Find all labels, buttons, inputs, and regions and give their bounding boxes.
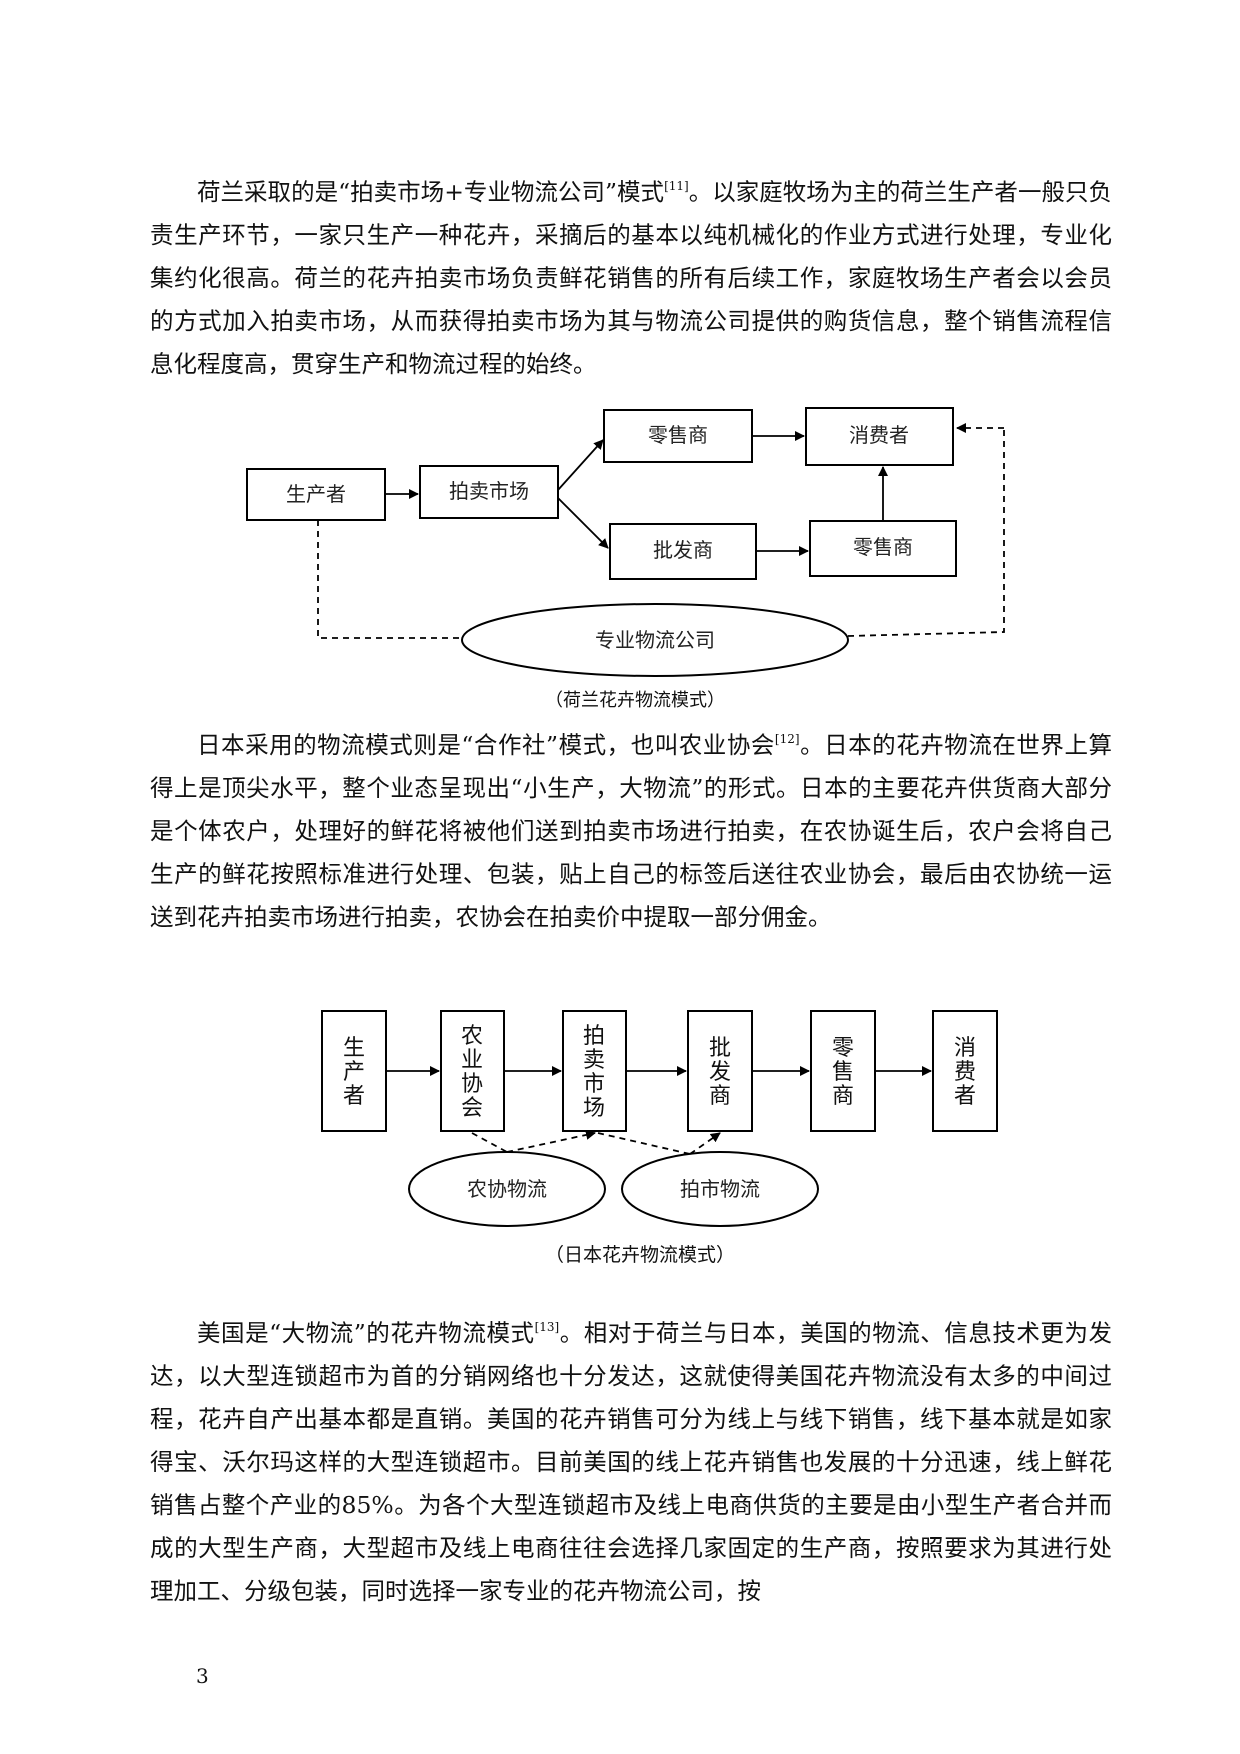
node-wholesaler-jp — [687, 1010, 753, 1132]
page-number: 3 — [196, 1664, 209, 1688]
node-consumer-label: 消费者 — [849, 423, 909, 447]
edge-coop-to-logistics — [471, 1132, 508, 1153]
node-producer-jp — [321, 1010, 387, 1132]
edge-logistics-to-wholesaler — [689, 1132, 721, 1155]
caption-japan: （日本花卉物流模式） — [544, 1244, 735, 1266]
node-logistics-company — [461, 603, 849, 677]
edge-auction-to-logistics — [597, 1132, 691, 1155]
node-consumer-jp-label: 消费者 — [954, 1036, 976, 1109]
node-retailer-top-label: 零售商 — [648, 423, 708, 447]
citation-11: [11] — [664, 179, 689, 193]
paragraph-netherlands: 荷兰采取的是“拍卖市场+专业物流公司”模式[11]。以家庭牧场为主的荷兰生产者一… — [150, 178, 1112, 378]
node-coop-logistics-label: 农协物流 — [467, 1177, 547, 1201]
node-consumer — [805, 407, 954, 466]
node-agri-coop-label: 农业协会 — [461, 1024, 483, 1121]
edge-auction-retailer — [557, 439, 604, 491]
paragraph-japan: 日本采用的物流模式则是“合作社”模式，也叫农业协会[12]。日本的花卉物流在世界… — [150, 731, 1113, 931]
node-consumer-jp — [932, 1010, 998, 1132]
node-wholesaler-jp-label: 批发商 — [709, 1036, 731, 1109]
edge-logistics-right — [847, 428, 1005, 637]
node-auction-logistics-label: 拍市物流 — [680, 1177, 760, 1201]
node-auction-market — [419, 465, 559, 519]
node-producer-label: 生产者 — [286, 482, 346, 506]
citation-13: [13] — [534, 1320, 560, 1334]
paragraph-usa: 美国是“大物流”的花卉物流模式[13]。相对于荷兰与日本，美国的物流、信息技术更… — [150, 1319, 1113, 1605]
node-wholesaler-label: 批发商 — [653, 538, 713, 562]
node-agri-coop — [440, 1010, 505, 1132]
diagram-netherlands: 生产者 拍卖市场 零售商 消费者 批发商 零售商 专业物流公司 — [246, 407, 1005, 677]
node-retailer-jp-label: 零售商 — [832, 1036, 854, 1109]
diagram-japan: 生产者 农业协会 拍卖市场 批发商 零售商 消费者 农协物流 拍市物流 — [321, 1010, 998, 1227]
node-retailer-bottom-label: 零售商 — [853, 535, 913, 559]
edge-logistics-to-auction — [506, 1130, 596, 1153]
node-producer-jp-label: 生产者 — [343, 1036, 365, 1109]
node-retailer-jp — [810, 1010, 876, 1132]
citation-12: [12] — [774, 732, 800, 746]
edge-producer-logistics — [317, 520, 462, 639]
node-auction-jp-label: 拍卖市场 — [583, 1024, 605, 1121]
node-auction-logistics — [621, 1151, 819, 1227]
edge-auction-wholesaler — [557, 497, 609, 549]
node-auction-label: 拍卖市场 — [449, 479, 529, 503]
caption-netherlands: （荷兰花卉物流模式） — [545, 690, 725, 711]
node-logistics-label: 专业物流公司 — [595, 628, 715, 652]
node-wholesaler — [609, 523, 757, 580]
